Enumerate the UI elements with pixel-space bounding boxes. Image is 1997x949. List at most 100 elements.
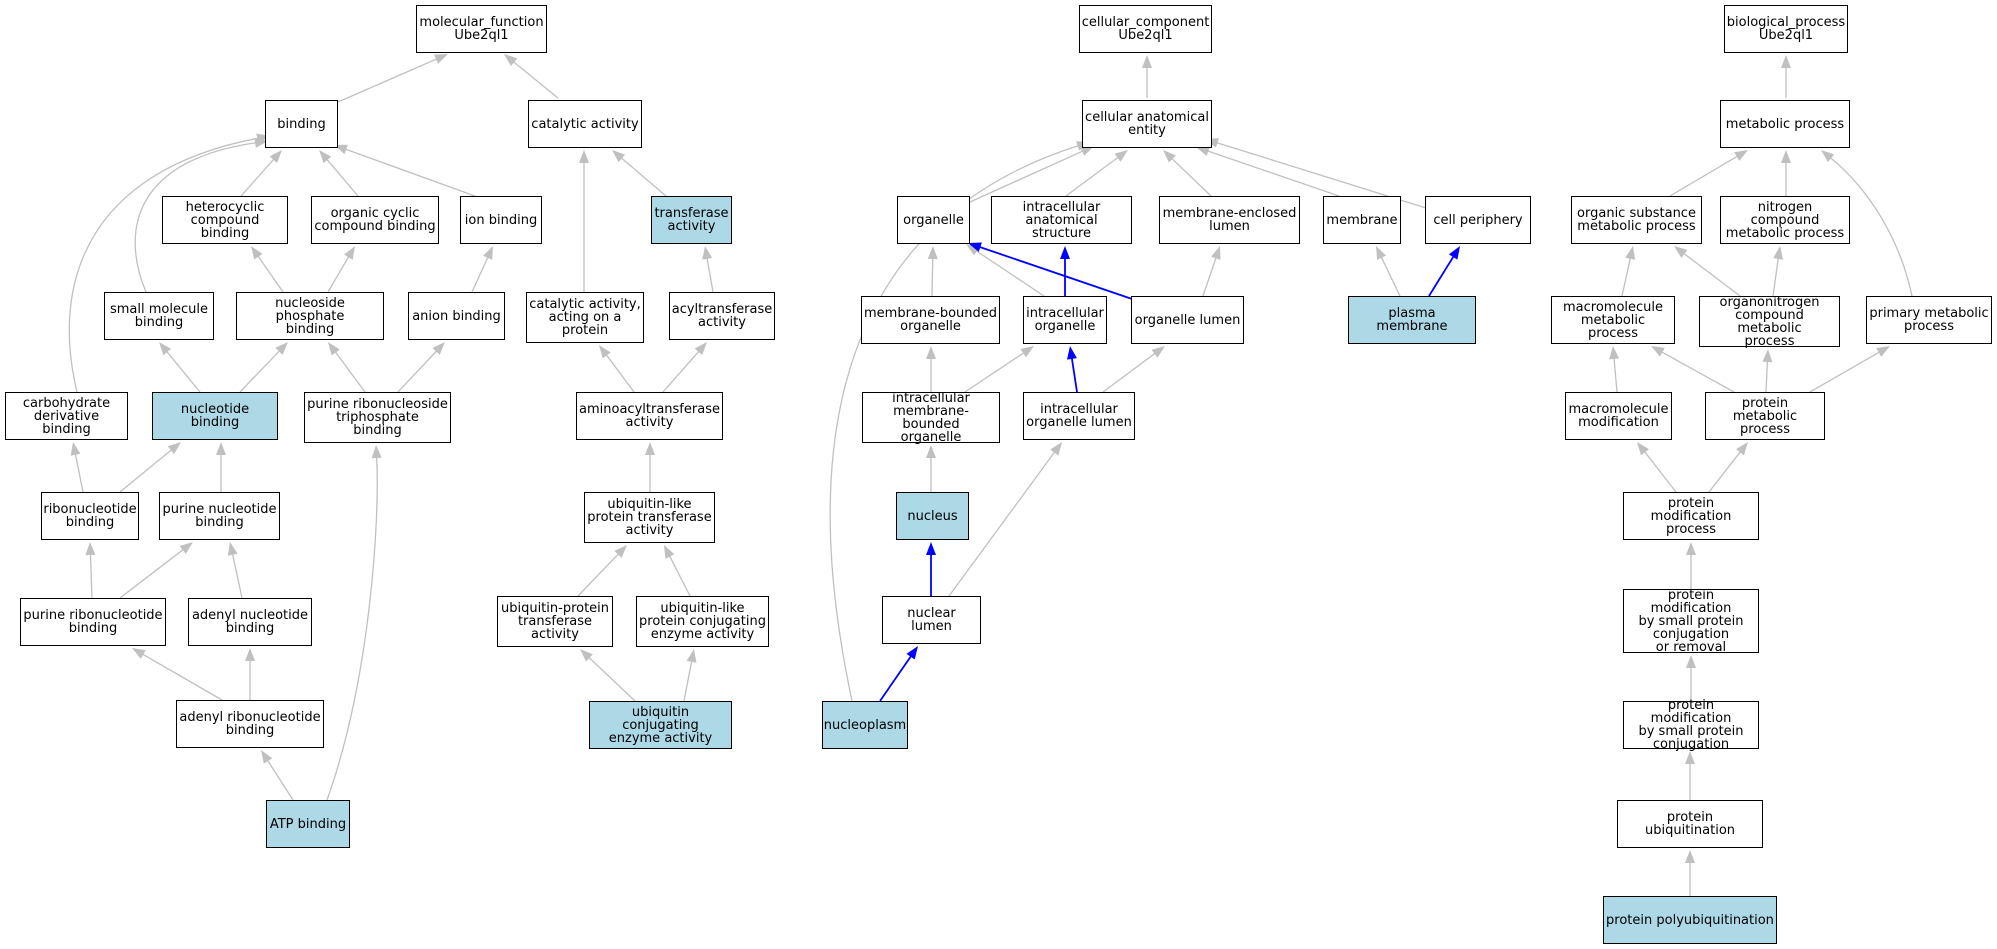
edge-protein-modification-process-to-macromolecule-modification-arrowhead — [1637, 442, 1649, 456]
term-protein-polyubiquitination[interactable]: protein polyubiquitination — [1603, 896, 1777, 944]
term-membrane-enclosed-lumen[interactable]: membrane-enclosed lumen — [1159, 196, 1300, 244]
term-nucleoplasm[interactable]: nucleoplasm — [822, 701, 908, 749]
term-atp-binding[interactable]: ATP binding — [266, 800, 350, 848]
edge-primary-metabolic-process-to-metabolic-process — [1829, 157, 1913, 297]
term-cell-periphery[interactable]: cell periphery — [1425, 196, 1531, 244]
edge-atp-binding-to-purine-ribonucleoside-triphosphate-binding — [326, 456, 378, 801]
term-protein-mod-small-protein-conj-or-removal[interactable]: protein modification by small protein co… — [1623, 589, 1759, 654]
term-organic-cyclic-binding[interactable]: organic cyclic compound binding — [311, 196, 439, 244]
term-bp-root[interactable]: biological_process Ube2ql1 — [1724, 5, 1848, 53]
term-nitrogen-compound-metabolic-process[interactable]: nitrogen compound metabolic process — [1720, 196, 1850, 244]
edge-aminoacyltransferase-activity-to-catalytic-on-protein-arrowhead — [599, 345, 611, 359]
term-purine-nucleotide-binding[interactable]: purine nucleotide binding — [159, 492, 280, 540]
edge-acyltransferase-activity-to-transferase-activity — [706, 257, 714, 293]
term-organonitrogen-compound-metabolic-process[interactable]: organonitrogen compound metabolic proces… — [1699, 296, 1840, 348]
edge-nucleoside-phosphate-binding-to-organic-cyclic-binding-arrowhead — [344, 246, 355, 260]
edge-organonitrogen-compound-metabolic-process-to-nitrogen-compound-metabolic-process-arrowhead — [1773, 246, 1784, 260]
term-adenyl-nucleotide-binding[interactable]: adenyl nucleotide binding — [188, 598, 312, 646]
edge-organelle-to-cellular-anatomical-entity-arrowhead — [1080, 146, 1094, 156]
term-cellular-anatomical-entity[interactable]: cellular anatomical entity — [1082, 100, 1212, 148]
edge-nucleoside-phosphate-binding-to-organic-cyclic-binding — [327, 256, 350, 293]
term-ion-binding[interactable]: ion binding — [460, 196, 542, 244]
term-nuclear-lumen[interactable]: nuclear lumen — [882, 596, 981, 644]
term-intracellular-organelle[interactable]: intracellular organelle — [1023, 296, 1107, 344]
edge-purine-ribonucleoside-triphosphate-binding-to-nucleoside-phosphate-binding-arrowhead — [328, 342, 340, 356]
term-catalytic-activity[interactable]: catalytic activity — [528, 100, 642, 148]
term-metabolic-process[interactable]: metabolic process — [1720, 100, 1850, 148]
term-purine-ribonucleotide-binding[interactable]: purine ribonucleotide binding — [20, 598, 166, 646]
edge-heterocyclic-binding-to-binding-arrowhead — [269, 150, 282, 164]
edge-macromolecule-metabolic-process-to-organic-substance-metabolic-process — [1621, 257, 1632, 297]
edge-intracellular-organelle-to-organelle — [975, 250, 1045, 297]
edge-intracellular-anatomical-structure-to-cellular-anatomical-entity — [1065, 156, 1119, 197]
edge-adenyl-nucleotide-binding-to-purine-nucleotide-binding-arrowhead — [227, 542, 238, 556]
term-primary-metabolic-process[interactable]: primary metabolic process — [1866, 296, 1992, 344]
edge-organic-cyclic-binding-to-binding — [326, 158, 359, 197]
edge-intracellular-membrane-bounded-organelle-to-intracellular-organelle — [964, 352, 1025, 393]
term-intracellular-organelle-lumen[interactable]: intracellular organelle lumen — [1023, 392, 1135, 440]
term-anion-binding[interactable]: anion binding — [408, 292, 505, 340]
term-binding[interactable]: binding — [265, 100, 338, 148]
edge-nucleoplasm-to-nuclear-lumen — [879, 655, 912, 702]
term-mf-root[interactable]: molecular_function Ube2ql1 — [416, 5, 547, 53]
edge-ribonucleotide-binding-to-nucleotide-binding-arrowhead — [167, 442, 181, 455]
term-membrane-bounded-organelle[interactable]: membrane-bounded organelle — [861, 296, 1000, 344]
edge-transferase-activity-to-catalytic-activity — [620, 157, 667, 197]
edge-intracellular-organelle-lumen-to-intracellular-organelle — [1070, 357, 1078, 393]
term-nucleus[interactable]: nucleus — [896, 492, 969, 540]
term-protein-ubiquitination[interactable]: protein ubiquitination — [1617, 800, 1763, 848]
term-purine-ribonucleoside-triphosphate-binding[interactable]: purine ribonucleoside triphosphate bindi… — [304, 392, 451, 443]
edge-membrane-enclosed-lumen-to-cellular-anatomical-entity-arrowhead — [1163, 150, 1176, 163]
edge-organelle-lumen-to-organelle — [979, 246, 1136, 301]
edge-anion-binding-to-ion-binding-arrowhead — [483, 246, 493, 260]
edge-membrane-bounded-organelle-to-organelle — [931, 257, 934, 297]
term-transferase-activity[interactable]: transferase activity — [651, 196, 732, 244]
term-heterocyclic-binding[interactable]: heterocyclic compound binding — [162, 196, 288, 244]
edge-plasma-membrane-to-cell-periphery-arrowhead — [1448, 246, 1460, 260]
term-organelle-lumen[interactable]: organelle lumen — [1131, 296, 1244, 344]
term-macromolecule-modification[interactable]: macromolecule modification — [1565, 392, 1672, 440]
term-plasma-membrane[interactable]: plasma membrane — [1348, 296, 1476, 344]
term-organic-substance-metabolic-process[interactable]: organic substance metabolic process — [1571, 196, 1702, 244]
edge-organonitrogen-compound-metabolic-process-to-organic-substance-metabolic-process-arrowhead — [1674, 246, 1688, 258]
term-carbohydrate-derivative-binding[interactable]: carbohydrate derivative binding — [5, 392, 128, 440]
term-protein-metabolic-process[interactable]: protein metabolic process — [1705, 392, 1825, 440]
edge-binding-to-mf-root-arrowhead — [434, 54, 448, 64]
term-nucleoside-phosphate-binding[interactable]: nucleoside phosphate binding — [236, 292, 384, 340]
edge-macromolecule-metabolic-process-to-organic-substance-metabolic-process-arrowhead — [1625, 246, 1636, 260]
edge-intracellular-organelle-lumen-to-organelle-lumen — [1102, 352, 1156, 393]
term-acyltransferase-activity[interactable]: acyltransferase activity — [669, 292, 775, 340]
edge-nucleotide-binding-to-small-molecule-binding-arrowhead — [159, 342, 172, 356]
term-ub-conjugating-enzyme-activity[interactable]: ubiquitin conjugating enzyme activity — [589, 701, 732, 749]
term-protein-modification-process[interactable]: protein modification process — [1623, 492, 1759, 540]
edge-organelle-lumen-to-membrane-enclosed-lumen — [1202, 257, 1217, 297]
term-intracellular-membrane-bounded-organelle[interactable]: intracellular membrane-bounded organelle — [862, 392, 1000, 444]
term-ub-protein-transferase-activity[interactable]: ubiquitin-protein transferase activity — [497, 596, 613, 647]
term-ubl-transferase-activity[interactable]: ubiquitin-like protein transferase activ… — [584, 492, 715, 543]
term-macromolecule-metabolic-process[interactable]: macromolecule metabolic process — [1551, 296, 1675, 344]
term-small-molecule-binding[interactable]: small molecule binding — [104, 292, 214, 340]
edge-nucleus-to-intracellular-membrane-bounded-organelle-arrowhead — [926, 445, 936, 458]
term-ubl-conjugating-enzyme-activity[interactable]: ubiquitin-like protein conjugating enzym… — [636, 596, 769, 647]
term-membrane[interactable]: membrane — [1323, 196, 1401, 244]
term-organelle[interactable]: organelle — [897, 196, 970, 244]
term-nucleotide-binding[interactable]: nucleotide binding — [152, 392, 278, 440]
edge-organonitrogen-compound-metabolic-process-to-nitrogen-compound-metabolic-process — [1772, 257, 1779, 297]
edge-protein-modification-process-to-macromolecule-modification — [1643, 451, 1677, 493]
term-cc-root[interactable]: cellular_component Ube2ql1 — [1079, 5, 1212, 53]
edge-nitrogen-compound-metabolic-process-to-metabolic-process-arrowhead — [1781, 150, 1791, 163]
edge-organelle-to-cellular-anatomical-entity — [969, 150, 1084, 203]
edge-purine-ribonucleotide-binding-to-purine-nucleotide-binding-arrowhead — [179, 542, 193, 554]
term-adenyl-ribonucleotide-binding[interactable]: adenyl ribonucleotide binding — [176, 700, 324, 748]
term-ribonucleotide-binding[interactable]: ribonucleotide binding — [41, 492, 139, 540]
term-intracellular-anatomical-structure[interactable]: intracellular anatomical structure — [991, 196, 1132, 244]
edge-purine-ribonucleoside-triphosphate-binding-to-anion-binding — [397, 350, 438, 393]
edge-ubl-conjugating-enzyme-activity-to-ubl-transferase-activity-arrowhead — [664, 545, 675, 559]
term-aminoacyltransferase-activity[interactable]: aminoacyltransferase activity — [576, 392, 723, 440]
term-catalytic-on-protein[interactable]: catalytic activity, acting on a protein — [526, 292, 644, 343]
edge-organelle-lumen-to-membrane-enclosed-lumen-arrowhead — [1211, 246, 1221, 260]
term-protein-mod-small-protein-conj[interactable]: protein modification by small protein co… — [1623, 699, 1759, 751]
edge-heterocyclic-binding-to-binding — [240, 158, 275, 197]
edge-protein-metabolic-process-to-primary-metabolic-process-arrowhead — [1876, 346, 1890, 357]
edge-nucleotide-binding-to-nucleoside-phosphate-binding — [239, 350, 281, 393]
